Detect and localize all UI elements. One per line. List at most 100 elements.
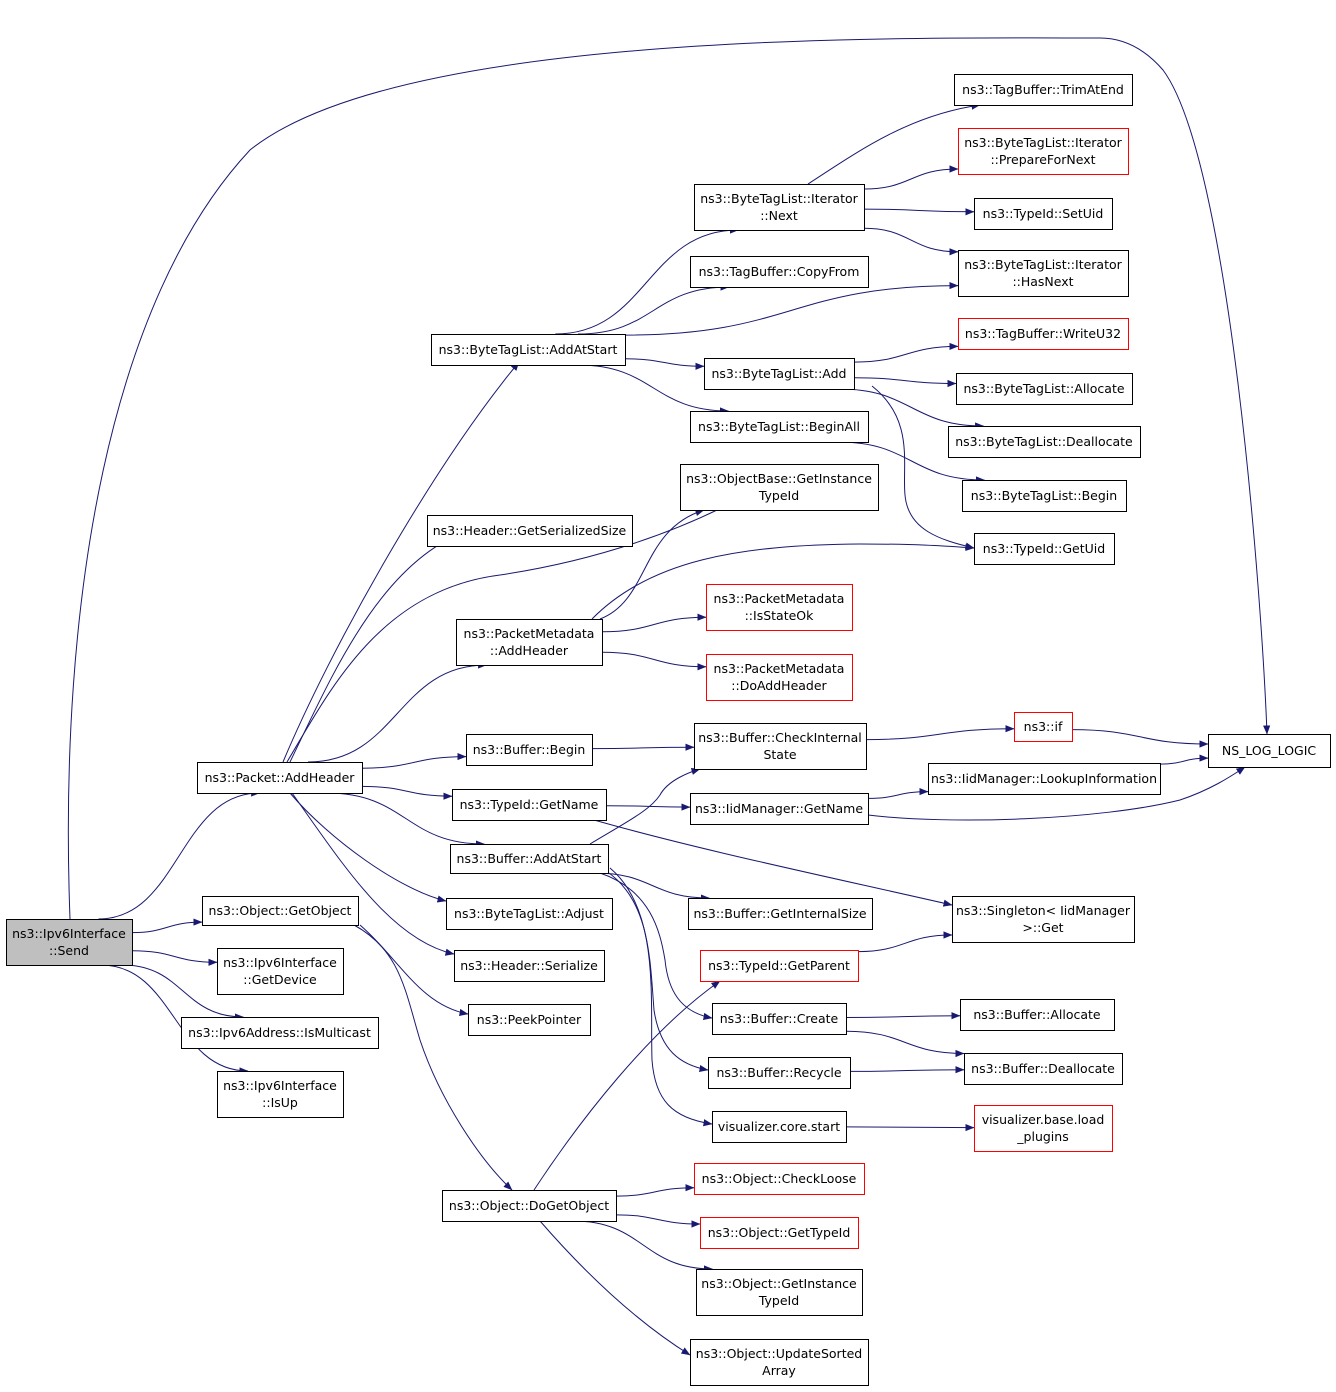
node-buf_addatstart[interactable]: ns3::Buffer::AddAtStart — [450, 844, 609, 874]
edge-btl_addatstart-to-tb_copyfrom — [577, 283, 730, 335]
edge-tid_getname-to-singleton_get — [593, 819, 953, 907]
node-box — [962, 480, 1127, 512]
node-box — [217, 948, 344, 995]
node-tb_copyfrom[interactable]: ns3::TagBuffer::CopyFrom — [690, 256, 869, 288]
node-pm_isstateok[interactable]: ns3::PacketMetadata::IsStateOk — [706, 584, 853, 631]
node-buf_recycle[interactable]: ns3::Buffer::Recycle — [708, 1057, 851, 1089]
node-btl_addatstart[interactable]: ns3::ByteTagList::AddAtStart — [431, 334, 626, 366]
node-box — [952, 896, 1135, 943]
edge-send-to-getobject — [131, 918, 203, 934]
node-label: ns3::IidManager::LookupInformation — [931, 771, 1157, 786]
node-btli_next[interactable]: ns3::ByteTagList::Iterator::Next — [694, 184, 865, 231]
node-btli_prep[interactable]: ns3::ByteTagList::Iterator::PrepareForNe… — [958, 128, 1129, 175]
node-btli_hasnext[interactable]: ns3::ByteTagList::Iterator::HasNext — [958, 250, 1129, 297]
node-getdevice[interactable]: ns3::Ipv6Interface::GetDevice — [217, 948, 344, 995]
node-box — [974, 533, 1115, 565]
node-box — [466, 734, 593, 766]
node-box — [948, 426, 1141, 458]
node-label: ns3::Ipv6Interface — [223, 955, 337, 970]
node-tb_trimatend[interactable]: ns3::TagBuffer::TrimAtEnd — [954, 74, 1133, 106]
node-btl_allocate[interactable]: ns3::ByteTagList::Allocate — [956, 373, 1133, 405]
node-label: ns3::TypeId::SetUid — [983, 206, 1104, 221]
node-vis_loadplugins[interactable]: visualizer.base.load_plugins — [974, 1105, 1113, 1152]
node-label: ns3::PacketMetadata — [714, 591, 845, 606]
node-buf_allocate[interactable]: ns3::Buffer::Allocate — [960, 999, 1115, 1031]
node-label: ns3::TypeId::GetName — [460, 797, 599, 812]
node-label: ns3::TagBuffer::WriteU32 — [965, 326, 1121, 341]
edge-btli_next-to-tid_setuid — [863, 208, 975, 216]
node-ismulticast[interactable]: ns3::Ipv6Address::IsMulticast — [181, 1017, 379, 1049]
node-box — [704, 358, 855, 390]
node-peekpointer[interactable]: ns3::PeekPointer — [468, 1004, 591, 1036]
node-addheader[interactable]: ns3::Packet::AddHeader — [197, 762, 363, 794]
node-label: ns3::ByteTagList::AddAtStart — [439, 342, 618, 357]
node-box — [456, 619, 603, 666]
node-box — [694, 723, 867, 770]
node-pm_addheader[interactable]: ns3::PacketMetadata::AddHeader — [456, 619, 603, 666]
node-getobject[interactable]: ns3::Object::GetObject — [202, 896, 359, 926]
node-pm_doaddheader[interactable]: ns3::PacketMetadata::DoAddHeader — [706, 654, 853, 701]
node-btl_begin[interactable]: ns3::ByteTagList::Begin — [962, 480, 1127, 512]
edge-iid_getname-to-ns_log_logic — [867, 766, 1246, 821]
node-box — [431, 334, 626, 366]
node-singleton_get[interactable]: ns3::Singleton< IidManager>::Get — [952, 896, 1135, 943]
node-label: NS_LOG_LOGIC — [1222, 743, 1317, 758]
node-obj_gettypeid[interactable]: ns3::Object::GetTypeId — [700, 1217, 859, 1249]
node-label: >::Get — [1022, 920, 1063, 935]
node-btl_beginall[interactable]: ns3::ByteTagList::BeginAll — [690, 411, 869, 443]
edge-buf_addatstart-to-buf_create — [599, 872, 713, 1020]
node-buf_create[interactable]: ns3::Buffer::Create — [712, 1003, 847, 1035]
node-label: ns3::Object::GetInstance — [701, 1276, 857, 1291]
node-label: ns3::Buffer::Allocate — [973, 1007, 1101, 1022]
node-label: ns3::ByteTagList::Deallocate — [955, 434, 1133, 449]
edge-buf_addatstart-to-vis_start — [609, 867, 713, 1127]
node-hdr_getsersize[interactable]: ns3::Header::GetSerializedSize — [427, 515, 633, 547]
node-buf_begin[interactable]: ns3::Buffer::Begin — [466, 734, 593, 766]
node-box — [442, 1190, 617, 1222]
node-obj_checkloose[interactable]: ns3::Object::CheckLoose — [694, 1163, 865, 1195]
node-label: ::PrepareForNext — [990, 152, 1095, 167]
node-btl_adjust[interactable]: ns3::ByteTagList::Adjust — [446, 898, 613, 930]
node-tid_getname[interactable]: ns3::TypeId::GetName — [452, 789, 607, 821]
node-iid_getname[interactable]: ns3::IidManager::GetName — [690, 793, 869, 825]
node-label: ns3::Ipv6Address::IsMulticast — [188, 1025, 371, 1040]
edge-btl_addatstart-to-btli_hasnext — [624, 282, 959, 336]
node-box — [974, 198, 1113, 230]
node-dogetobject[interactable]: ns3::Object::DoGetObject — [442, 1190, 617, 1222]
edge-buf_addatstart-to-buf_getintsize — [595, 872, 710, 902]
node-tb_writeu32[interactable]: ns3::TagBuffer::WriteU32 — [958, 318, 1129, 350]
node-vis_start[interactable]: visualizer.core.start — [712, 1111, 847, 1143]
edge-send-to-ns_log_logic — [67, 37, 1271, 920]
node-label: TypeId — [758, 488, 799, 503]
node-ns3_if[interactable]: ns3::if — [1014, 712, 1073, 742]
node-send[interactable]: ns3::Ipv6Interface::Send — [6, 919, 133, 966]
node-btl_deallocate[interactable]: ns3::ByteTagList::Deallocate — [948, 426, 1141, 458]
node-tid_setuid[interactable]: ns3::TypeId::SetUid — [974, 198, 1113, 230]
node-label: ns3::ByteTagList::Adjust — [454, 906, 604, 921]
node-box — [958, 318, 1129, 350]
node-btl_add[interactable]: ns3::ByteTagList::Add — [704, 358, 855, 390]
node-tid_getuid[interactable]: ns3::TypeId::GetUid — [974, 533, 1115, 565]
node-tid_getparent[interactable]: ns3::TypeId::GetParent — [700, 950, 859, 982]
node-label: ns3::IidManager::GetName — [695, 801, 863, 816]
node-box — [690, 411, 869, 443]
node-box — [690, 793, 869, 825]
node-hdr_serialize[interactable]: ns3::Header::Serialize — [454, 950, 605, 982]
node-isup[interactable]: ns3::Ipv6Interface::IsUp — [217, 1071, 344, 1118]
node-box — [688, 898, 873, 930]
node-label: ns3::ByteTagList::Iterator — [964, 135, 1122, 150]
edge-buf_create-to-buf_deallocate — [845, 1030, 965, 1058]
edge-addheader-to-hdr_serialize — [291, 792, 455, 956]
node-iid_lookup[interactable]: ns3::IidManager::LookupInformation — [928, 763, 1161, 795]
node-box — [690, 1339, 869, 1386]
node-ns_log_logic[interactable]: NS_LOG_LOGIC — [1208, 734, 1331, 768]
edge-vis_start-to-vis_loadplugins — [845, 1123, 975, 1132]
node-buf_getintsize[interactable]: ns3::Buffer::GetInternalSize — [688, 898, 873, 930]
edge-pm_addheader-to-pm_isstateok — [601, 613, 707, 633]
node-buf_deallocate[interactable]: ns3::Buffer::Deallocate — [964, 1053, 1123, 1085]
